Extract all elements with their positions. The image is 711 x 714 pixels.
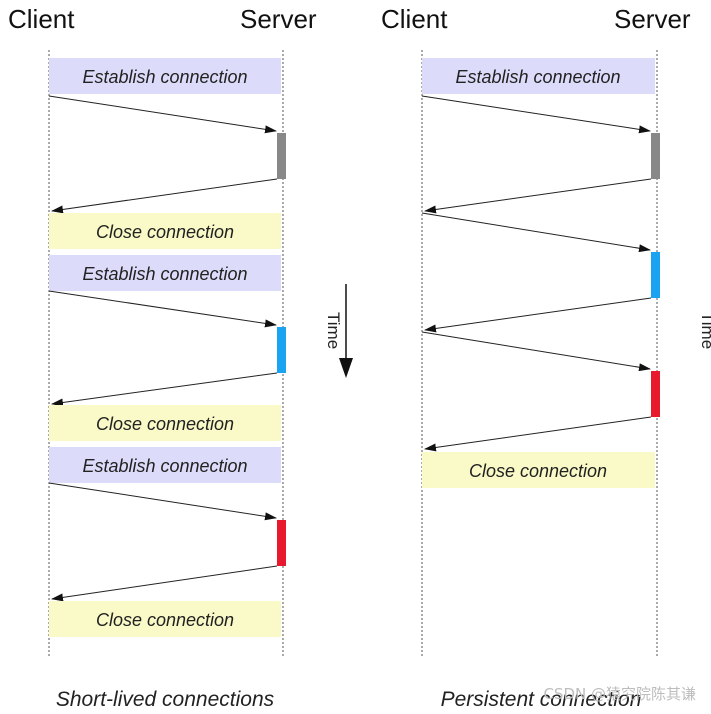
request-arrow	[421, 95, 651, 134]
client-header: Client	[381, 4, 448, 34]
request-arrow	[421, 212, 651, 253]
establish-connection-box	[422, 58, 655, 94]
close-connection-label: Close connection	[469, 461, 607, 481]
clipped-time-label: Time	[698, 312, 711, 349]
short-lived-panel: Client Server Establish connection Close…	[8, 4, 317, 711]
time-arrowhead-icon	[339, 358, 353, 378]
time-indicator: Time	[324, 284, 353, 378]
response-arrow	[51, 372, 278, 407]
time-label: Time	[324, 312, 343, 349]
client-header: Client	[8, 4, 75, 34]
server-processing-bar	[651, 133, 660, 179]
response-arrow	[424, 178, 652, 214]
server-header: Server	[240, 4, 317, 34]
persistent-caption: Persistent connection	[441, 688, 642, 711]
close-connection-label: Close connection	[96, 222, 234, 242]
establish-connection-label: Establish connection	[82, 456, 247, 476]
watermark: CSDN @猿究院陈其谦	[543, 685, 696, 703]
server-processing-bar	[277, 327, 286, 373]
close-connection-box	[49, 213, 281, 249]
establish-connection-box	[49, 58, 281, 94]
server-processing-bar	[651, 252, 660, 298]
response-arrow	[51, 178, 278, 214]
response-arrow	[424, 297, 652, 333]
request-arrow	[48, 482, 277, 521]
establish-connection-label: Establish connection	[82, 67, 247, 87]
persistent-panel: Client Server Establish connection Close…	[381, 4, 691, 711]
response-arrow	[51, 565, 278, 602]
response-arrow	[424, 416, 652, 452]
server-processing-bar	[651, 371, 660, 417]
establish-connection-box	[49, 255, 281, 291]
establish-connection-label: Establish connection	[455, 67, 620, 87]
server-processing-bar	[277, 520, 286, 566]
establish-connection-label: Establish connection	[82, 264, 247, 284]
request-arrow	[48, 290, 277, 328]
close-connection-box	[49, 405, 281, 441]
short-lived-caption: Short-lived connections	[56, 688, 275, 711]
server-header: Server	[614, 4, 691, 34]
close-connection-box	[422, 452, 655, 488]
server-processing-bar	[277, 133, 286, 179]
close-connection-box	[49, 601, 281, 637]
request-arrow	[421, 331, 651, 372]
close-connection-label: Close connection	[96, 414, 234, 434]
close-connection-label: Close connection	[96, 610, 234, 630]
establish-connection-box	[49, 447, 281, 483]
request-arrow	[48, 95, 277, 134]
